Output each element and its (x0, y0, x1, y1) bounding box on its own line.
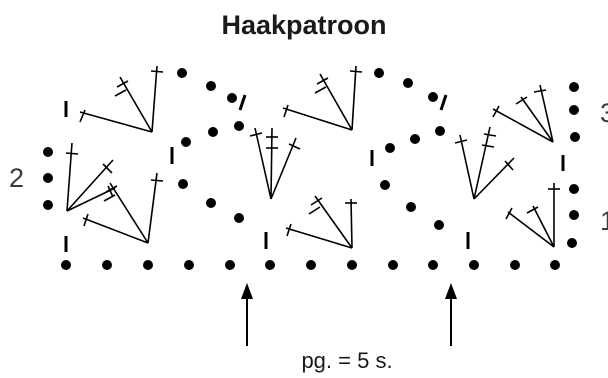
page-title: Haakpatroon (221, 10, 387, 40)
row-label-3: 3 (600, 98, 608, 128)
row-label-1: 1 (600, 206, 608, 236)
repeat-caption: pg. = 5 s. (301, 348, 392, 373)
repeat-arrows (241, 283, 457, 346)
row-label-2: 2 (9, 163, 24, 193)
slip-stitches (64, 94, 565, 252)
up-arrow-icon (445, 283, 457, 299)
chain-stitches (43, 68, 580, 270)
treble-stitches (65, 65, 560, 249)
up-arrow-icon (241, 283, 253, 299)
